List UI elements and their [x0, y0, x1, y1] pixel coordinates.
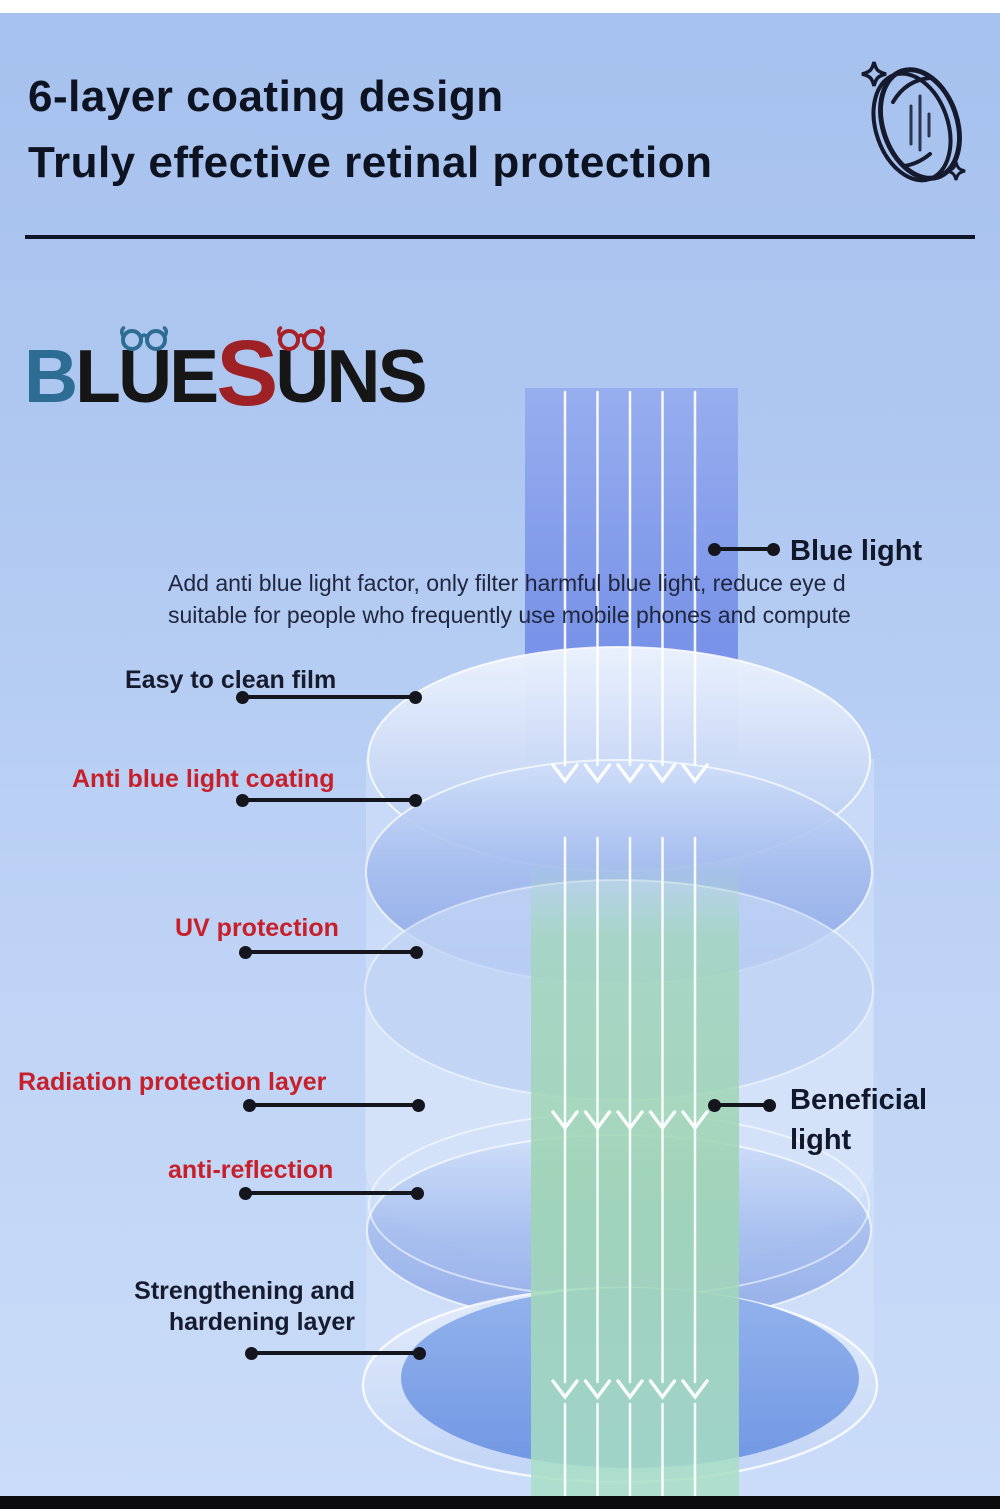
connector-dot [243, 1098, 256, 1112]
connector-dot [708, 542, 721, 556]
logo-letter: E [169, 334, 219, 418]
bottom-border [0, 1496, 1000, 1509]
lens-icon [861, 61, 966, 183]
connector-easy-clean [236, 690, 422, 704]
connector-blue-light [708, 542, 780, 556]
logo-letter: S [377, 334, 428, 418]
connector-strengthening [245, 1346, 426, 1360]
arrowheads-row-1 [551, 763, 709, 784]
logo-letter: L [75, 334, 121, 418]
glasses-icon [276, 326, 325, 351]
connector-dot [236, 690, 249, 704]
connector-dot [708, 1098, 721, 1112]
sparkle-icon [946, 161, 966, 181]
label-uv-protection: UV protection [175, 914, 339, 942]
label-blue-light: Blue light [790, 535, 923, 567]
page-title: 6-layer coating design Truly effective r… [28, 64, 713, 196]
connector-uv [239, 945, 423, 959]
connector-dot [767, 542, 780, 556]
top-border [0, 0, 1000, 13]
connector-dot [763, 1098, 776, 1112]
light-ray-lines [551, 390, 709, 1497]
label-strengthening-layer: Strengthening and hardening layer [134, 1277, 355, 1336]
beneficial-light-beam [531, 860, 739, 1497]
connector-dot [409, 793, 422, 807]
label-beneficial-light: Beneficial light [790, 1084, 927, 1156]
label-radiation-protection: Radiation protection layer [18, 1068, 327, 1096]
connector-dot [412, 1098, 425, 1112]
label-anti-blue-coating: Anti blue light coating [72, 765, 335, 793]
divider-line [25, 235, 975, 239]
page-title-line2: Truly effective retinal protection [28, 138, 713, 187]
page-title-line1: 6-layer coating design [28, 72, 504, 121]
connector-dot [410, 945, 423, 959]
intro-line-2: suitable for people who frequently use m… [168, 602, 851, 628]
sparkle-icon [861, 61, 887, 87]
logo-letter-u2: U [275, 326, 329, 416]
connector-dot [239, 945, 252, 959]
arrowheads-row-2 [551, 1110, 709, 1131]
connector-dot [239, 1186, 252, 1200]
logo-letter-u1: U [118, 326, 172, 416]
logo-letter: S [216, 321, 278, 425]
brand-logo: B L U E S U [24, 321, 428, 425]
arrowheads-row-3 [551, 1379, 709, 1400]
connector-dot [245, 1346, 258, 1360]
label-easy-clean-film: Easy to clean film [125, 666, 337, 694]
connector-dot [236, 793, 249, 807]
connector-dot [411, 1186, 424, 1200]
connector-beneficial-light [708, 1098, 776, 1112]
intro-line-1: Add anti blue light factor, only filter … [168, 570, 846, 596]
connector-anti-blue [236, 793, 422, 807]
glasses-icon [119, 326, 168, 351]
connector-anti-reflection [239, 1186, 424, 1200]
connector-dot [413, 1346, 426, 1360]
connector-radiation [243, 1098, 425, 1112]
label-anti-reflection: anti-reflection [168, 1156, 334, 1184]
logo-letter: B [24, 334, 78, 418]
logo-letter: N [326, 334, 380, 418]
connector-dot [409, 690, 422, 704]
